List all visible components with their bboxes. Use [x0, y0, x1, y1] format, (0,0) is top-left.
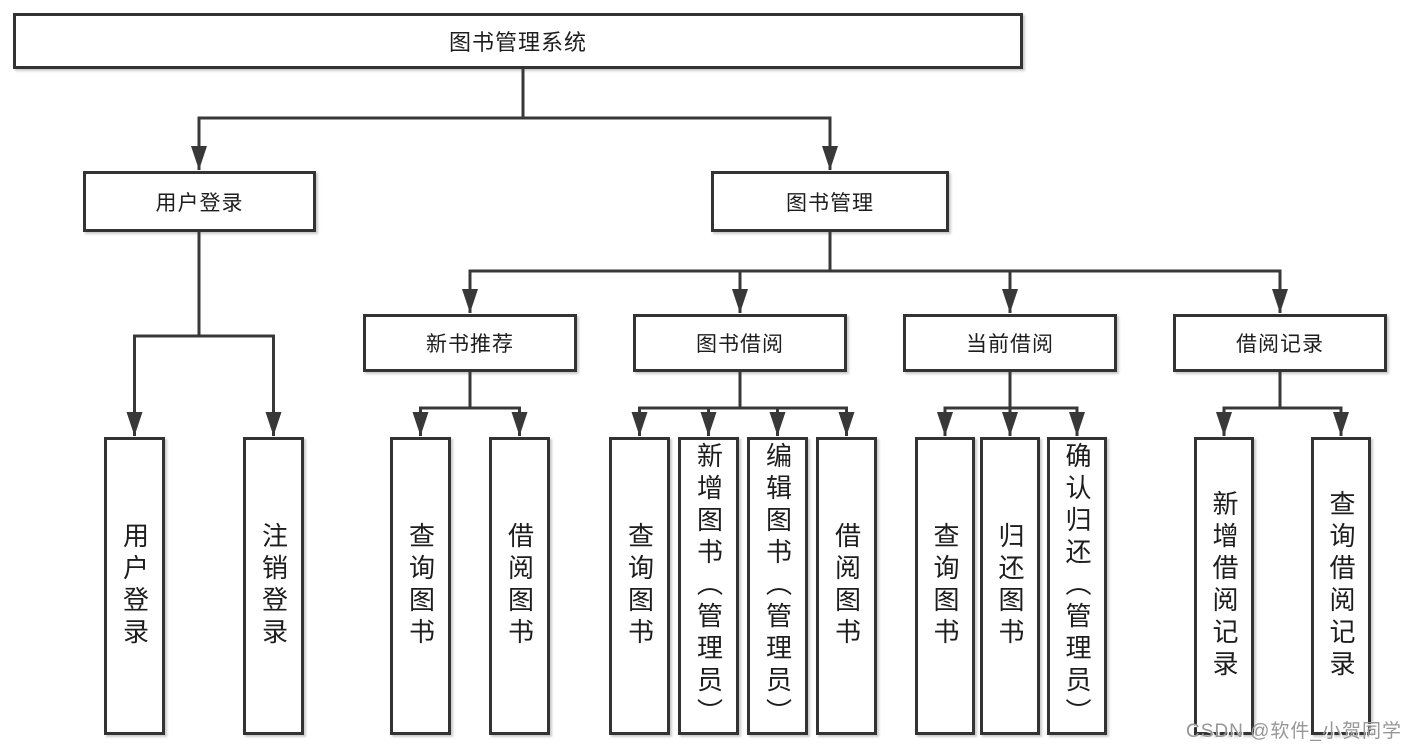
- node-borrowing-records: 借阅记录: [1173, 314, 1387, 372]
- leaf-borrow-books-recommend: 借阅图书: [489, 437, 550, 735]
- leaf-query-books-current: 查询图书: [915, 437, 975, 735]
- leaf-edit-book-admin-label: 编辑图书（管理员）: [762, 442, 793, 730]
- leaf-add-borrow-record: 新增借阅记录: [1194, 437, 1254, 735]
- leaf-add-book-admin: 新增图书（管理员）: [678, 437, 739, 735]
- leaf-user-login-label: 用户登录: [119, 522, 150, 650]
- leaf-query-books-borrowing: 查询图书: [609, 437, 670, 735]
- connector-book-borrowing: [631, 370, 855, 436]
- leaf-borrow-books-recommend-label: 借阅图书: [504, 522, 535, 650]
- node-new-book-recommendation-label: 新书推荐: [426, 333, 514, 356]
- leaf-query-books-recommend: 查询图书: [390, 437, 451, 735]
- leaf-user-login: 用户登录: [104, 437, 165, 735]
- node-library-system-label: 图书管理系统: [448, 30, 587, 55]
- node-user-login-label: 用户登录: [155, 191, 244, 215]
- node-user-login: 用户登录: [83, 171, 316, 232]
- connector-borrowing-records: [1216, 370, 1349, 436]
- leaf-add-borrow-record-label: 新增借阅记录: [1209, 490, 1239, 682]
- node-book-borrowing-label: 图书借阅: [696, 333, 784, 356]
- leaf-logout-label: 注销登录: [258, 522, 289, 650]
- node-borrowing-records-label: 借阅记录: [1236, 333, 1324, 356]
- leaf-query-books-borrowing-label: 查询图书: [624, 522, 655, 650]
- connector-user-login: [126, 230, 282, 436]
- connector-root: [191, 67, 838, 170]
- leaf-logout: 注销登录: [243, 437, 304, 735]
- node-book-borrowing: 图书借阅: [633, 314, 847, 372]
- leaf-return-books: 归还图书: [980, 437, 1040, 735]
- leaf-confirm-return-admin-label: 确认归还（管理员）: [1062, 442, 1092, 730]
- leaf-edit-book-admin: 编辑图书（管理员）: [747, 437, 808, 735]
- node-book-management: 图书管理: [711, 171, 949, 232]
- node-library-system: 图书管理系统: [13, 13, 1023, 69]
- leaf-query-borrow-record: 查询借阅记录: [1311, 437, 1371, 735]
- node-current-borrowing: 当前借阅: [903, 314, 1117, 372]
- leaf-query-books-recommend-label: 查询图书: [405, 522, 436, 650]
- leaf-borrow-books-borrowing-label: 借阅图书: [831, 522, 862, 650]
- node-new-book-recommendation: 新书推荐: [363, 314, 577, 372]
- leaf-borrow-books-borrowing: 借阅图书: [816, 437, 877, 735]
- connector-book-management: [462, 230, 1288, 313]
- leaf-query-books-current-label: 查询图书: [930, 522, 960, 650]
- leaf-confirm-return-admin: 确认归还（管理员）: [1047, 437, 1107, 735]
- leaf-return-books-label: 归还图书: [995, 522, 1025, 650]
- node-current-borrowing-label: 当前借阅: [966, 333, 1054, 356]
- watermark: CSDN @软件_小贺同学: [1186, 721, 1402, 742]
- leaf-query-borrow-record-label: 查询借阅记录: [1326, 490, 1356, 682]
- leaf-add-book-admin-label: 新增图书（管理员）: [693, 442, 724, 730]
- connector-current-borrowing: [937, 370, 1085, 436]
- connector-new-book-recommendation: [412, 370, 528, 436]
- node-book-management-label: 图书管理: [786, 191, 874, 215]
